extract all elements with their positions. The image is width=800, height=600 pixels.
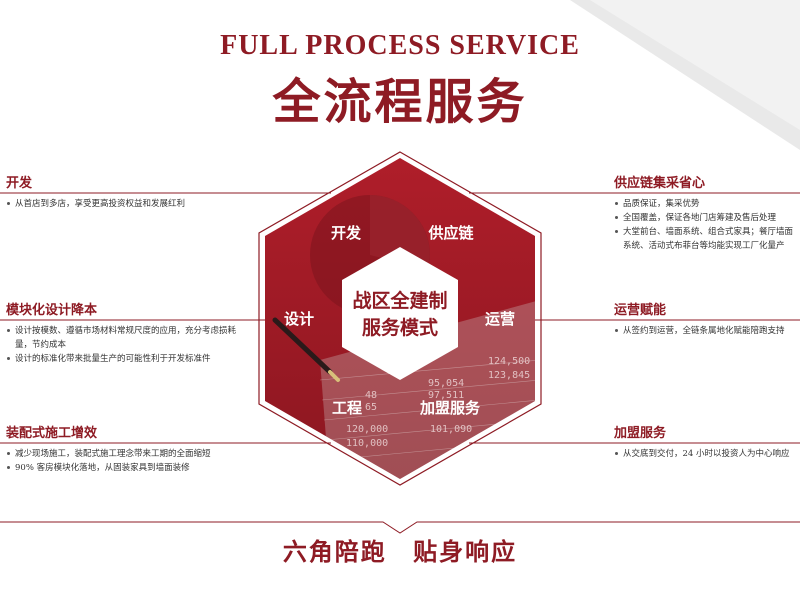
- section-title: 供应链集采省心: [614, 176, 706, 191]
- stage-label-development: 开发: [331, 224, 362, 242]
- bg-figure: 95,054: [428, 378, 464, 389]
- list-item: 品质保证，集采优势: [614, 197, 796, 211]
- page-title-en: FULL PROCESS SERVICE: [220, 30, 580, 61]
- stage-label-operation: 运营: [485, 310, 515, 328]
- page-title-cn: 全流程服务: [272, 74, 528, 130]
- list-item: 设计按模数、遵循市场材料常规尺度的应用，充分考虑损耗量，节约成本: [6, 324, 238, 352]
- section-list: 品质保证，集采优势 全国覆盖，保证各地门店筹建及售后处理 大堂前台、墙面系统、组…: [614, 197, 796, 253]
- list-item: 从签约到运营，全链条属地化赋能陪跑支持: [614, 324, 796, 338]
- bg-figure: 97,511: [428, 390, 464, 401]
- list-item: 从交底到交付，24 小时以投资人为中心响应: [614, 447, 796, 461]
- list-item: 设计的标准化带来批量生产的可能性利于开发标准件: [6, 352, 238, 366]
- bg-figure: 124,500: [488, 356, 530, 367]
- section-modular-design: 模块化设计降本 设计按模数、遵循市场材料常规尺度的应用，充分考虑损耗量，节约成本…: [6, 302, 238, 366]
- section-title: 运营赋能: [614, 303, 667, 318]
- corner-decoration: [570, 0, 800, 150]
- list-item: 90% 客房模块化落地，从固装家具到墙面装修: [6, 461, 256, 475]
- footer-slogan: 六角陪跑 贴身响应: [282, 538, 518, 566]
- bg-figure: 48: [365, 390, 377, 401]
- section-development: 开发 从首店到多店，享受更高投资权益和发展红利: [6, 175, 256, 211]
- bg-figure: 110,000: [346, 438, 388, 449]
- section-title: 开发: [6, 176, 33, 191]
- stage-label-design: 设计: [284, 310, 314, 328]
- list-item: 全国覆盖，保证各地门店筹建及售后处理: [614, 211, 796, 225]
- list-item: 大堂前台、墙面系统、组合式家具；餐厅墙面系统、活动式布菲台等均能实现工厂化量产: [614, 225, 796, 253]
- bg-figure: 120,000: [346, 424, 388, 435]
- section-franchise-service: 加盟服务 从交底到交付，24 小时以投资人为中心响应: [614, 425, 796, 461]
- center-label-line2: 服务模式: [362, 316, 438, 339]
- section-list: 从交底到交付，24 小时以投资人为中心响应: [614, 447, 796, 461]
- bg-figure: 65: [365, 402, 377, 413]
- bg-figure: 123,845: [488, 370, 530, 381]
- bg-figure: 101,090: [430, 424, 472, 435]
- stage-label-franchise: 加盟服务: [419, 399, 481, 417]
- section-list: 减少现场施工，装配式施工理念带来工期的全面缩短 90% 客房模块化落地，从固装家…: [6, 447, 256, 475]
- section-title: 模块化设计降本: [6, 303, 98, 318]
- stage-label-supply-chain: 供应链: [427, 224, 474, 242]
- list-item: 从首店到多店，享受更高投资权益和发展红利: [6, 197, 256, 211]
- stage-label-engineering: 工程: [332, 399, 362, 417]
- section-title: 装配式施工增效: [6, 426, 98, 441]
- list-item: 减少现场施工，装配式施工理念带来工期的全面缩短: [6, 447, 256, 461]
- center-label-line1: 战区全建制: [352, 289, 447, 312]
- section-list: 从首店到多店，享受更高投资权益和发展红利: [6, 197, 256, 211]
- section-list: 从签约到运营，全链条属地化赋能陪跑支持: [614, 324, 796, 338]
- section-supply-chain: 供应链集采省心 品质保证，集采优势 全国覆盖，保证各地门店筹建及售后处理 大堂前…: [614, 175, 796, 253]
- section-list: 设计按模数、遵循市场材料常规尺度的应用，充分考虑损耗量，节约成本 设计的标准化带…: [6, 324, 238, 366]
- section-operation-empowerment: 运营赋能 从签约到运营，全链条属地化赋能陪跑支持: [614, 302, 796, 338]
- section-title: 加盟服务: [614, 426, 667, 441]
- section-assembly-construction: 装配式施工增效 减少现场施工，装配式施工理念带来工期的全面缩短 90% 客房模块…: [6, 425, 256, 475]
